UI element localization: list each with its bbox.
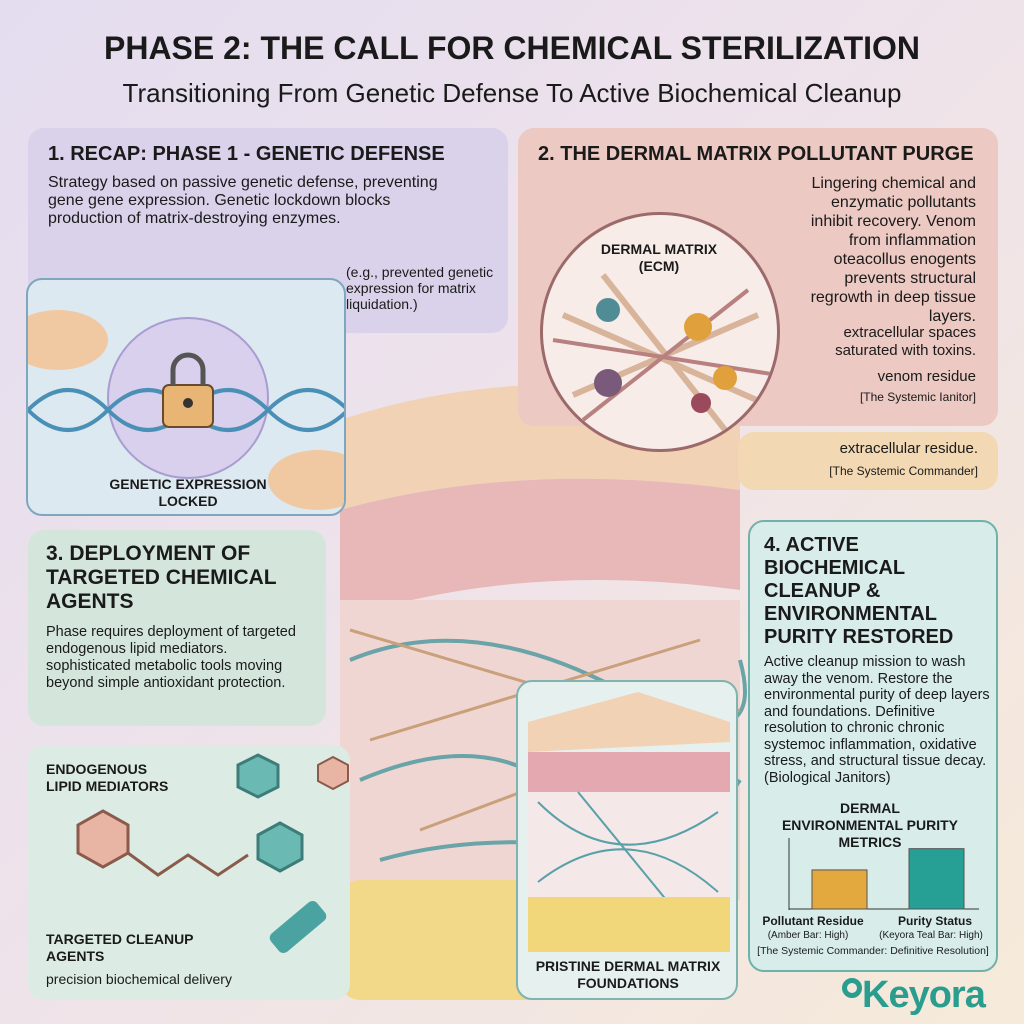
pristine-matrix-illustration: [528, 692, 730, 952]
inset-caption: GENETIC EXPRESSION LOCKED: [109, 476, 267, 509]
page-title: PHASE 2: THE CALL FOR CHEMICAL STERILIZA…: [103, 30, 920, 66]
panel-lipid-mediators: ENDOGENOUS LIPID MEDIATORS TARGETED CLEA…: [28, 745, 350, 1000]
panel1-body: Strategy based on passive genetic defens…: [48, 174, 438, 227]
page-subtitle: Transitioning From Genetic Defense To Ac…: [122, 78, 902, 108]
panel-active-cleanup: 4. ACTIVE BIOCHEMICAL CLEANUP & ENVIRONM…: [748, 520, 998, 972]
bar-label-pollutant: Pollutant Residue: [762, 914, 864, 928]
panel2-body2: extracellular spaces saturated with toxi…: [835, 324, 976, 359]
cleanup-agents-label: TARGETED CLEANUP AGENTS: [46, 931, 194, 964]
cleanup-agents-sub: precision biochemical delivery: [46, 971, 232, 987]
panel4-title: 4. ACTIVE BIOCHEMICAL CLEANUP & ENVIRONM…: [764, 534, 954, 648]
dna-lock-illustration: [28, 310, 344, 510]
bar-purity-status: [908, 848, 965, 910]
lipid-label: ENDOGENOUS LIPID MEDIATORS: [46, 761, 169, 794]
ecm-fibers-illustration: [552, 273, 777, 442]
venom-residue-label: venom residue: [877, 368, 976, 385]
bar-label-purity: Purity Status: [897, 914, 972, 928]
purity-metrics-chart: [788, 838, 979, 910]
scrub-brush-icon: [269, 900, 327, 954]
bar-sublabel-pollutant: (Amber Bar: High): [767, 930, 849, 941]
genetic-lock-inset: GENETIC EXPRESSION LOCKED: [26, 278, 346, 516]
residue-text: extracellular residue.: [839, 440, 978, 457]
panel4-footer: [The Systemic Commander: Definitive Reso…: [757, 945, 989, 957]
panel1-title: 1. RECAP: PHASE 1 - GENETIC DEFENSE: [48, 143, 445, 165]
chart-title: DERMAL ENVIRONMENTAL PURITY METRICS: [781, 800, 959, 850]
logo-text: Keyora: [862, 974, 986, 1016]
venom-residue-sublabel: [The Systemic Ianitor]: [859, 390, 976, 404]
molecule-illustration: [76, 753, 349, 954]
pristine-matrix-inset: PRISTINE DERMAL MATRIX FOUNDATIONS: [516, 680, 738, 1000]
lock-icon: [162, 352, 214, 428]
ecm-magnified-circle: DERMAL MATRIX (ECM): [540, 212, 780, 452]
panel3-body: Phase requires deployment of targeted en…: [46, 624, 296, 691]
bar-sublabel-purity: (Keyora Teal Bar: High): [879, 930, 983, 941]
ecm-caption: DERMAL MATRIX (ECM): [600, 241, 718, 274]
bar-pollutant-residue: [811, 869, 868, 910]
panel1-note: (e.g., prevented genetic expression for …: [346, 264, 494, 312]
keyora-key-icon: [842, 978, 862, 998]
panel2-title: 2. THE DERMAL MATRIX POLLUTANT PURGE: [538, 143, 974, 165]
keyora-logo: Keyora: [842, 974, 986, 1016]
panel-chemical-agents: 3. DEPLOYMENT OF TARGETED CHEMICAL AGENT…: [28, 530, 326, 726]
residue-sub: [The Systemic Commander]: [829, 464, 978, 478]
panel-extracellular-residue: extracellular residue. [The Systemic Com…: [738, 432, 998, 490]
panel3-title: 3. DEPLOYMENT OF TARGETED CHEMICAL AGENT…: [46, 542, 277, 613]
panel4-body: Active cleanup mission to wash away the …: [764, 654, 990, 786]
panel2-body: Lingering chemical and enzymatic polluta…: [810, 175, 976, 325]
pristine-caption: PRISTINE DERMAL MATRIX FOUNDATIONS: [535, 958, 721, 991]
